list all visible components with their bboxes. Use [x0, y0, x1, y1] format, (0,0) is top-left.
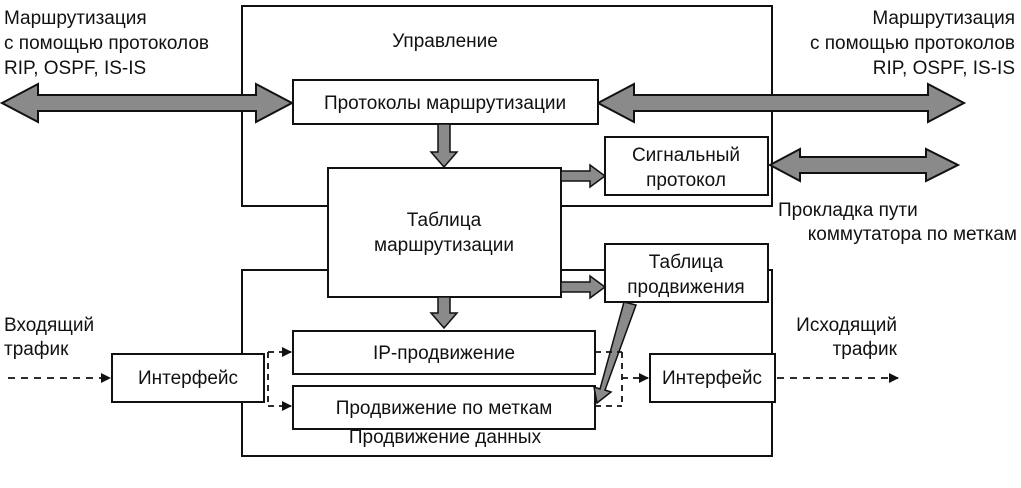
forwarding-table-text-line2: продвижения [627, 277, 744, 298]
left-routing-double-arrow [0, 82, 295, 124]
ip-forwarding-box [292, 330, 596, 375]
signaling-protocol-text-line2: протокол [646, 170, 726, 191]
outgoing-traffic-label-line1: Исходящий [796, 315, 897, 336]
interface-in-text: Интерфейс [138, 368, 238, 389]
table-to-signaling-arrow [560, 163, 607, 189]
right-routing-label-line3: RIP, OSPF, IS-IS [873, 58, 1015, 79]
interface-out-text: Интерфейс [662, 368, 762, 389]
label-forwarding-text: Продвижение по меткам [336, 398, 553, 419]
forwarding-table-box [604, 243, 769, 303]
left-routing-label-line3: RIP, OSPF, IS-IS [4, 58, 146, 79]
lsp-setup-label-line2: коммутатора по меткам [808, 224, 1017, 245]
routing-table-text-line1: Таблица [407, 210, 482, 231]
lsp-setup-label-line1: Прокладка пути [778, 200, 918, 221]
table-to-forwarding-table-arrow [560, 274, 607, 300]
signaling-protocol-text-line1: Сигнальный [632, 145, 740, 166]
routing-table-box [327, 167, 562, 298]
right-routing-double-arrow [595, 82, 967, 124]
data-plane-label: Продвижение данных [349, 427, 542, 448]
routing-protocols-box [292, 79, 599, 125]
ip-forwarding-text: IP-продвижение [373, 343, 515, 364]
left-routing-label-line1: Маршрутизация [4, 8, 147, 29]
signaling-protocol-box [604, 136, 769, 196]
interface-in-box [111, 353, 265, 403]
signaling-double-arrow [767, 147, 961, 183]
forwarding-table-text-line1: Таблица [649, 252, 724, 273]
routing-protocols-text: Протоколы маршрутизации [324, 93, 566, 114]
right-routing-label-line2: с помощью протоколов [810, 33, 1015, 54]
protocols-to-table-arrow [429, 123, 459, 169]
label-forwarding-box [292, 385, 596, 430]
forwarding-table-to-label-forwarding-arrow [593, 301, 637, 405]
incoming-traffic-label-line1: Входящий [4, 315, 94, 336]
left-routing-label-line2: с помощью протоколов [4, 33, 209, 54]
table-to-ip-forwarding-arrow [429, 296, 459, 330]
outgoing-traffic-label-line2: трафик [833, 339, 898, 360]
incoming-traffic-label-line2: трафик [4, 339, 69, 360]
routing-table-text-line2: маршрутизации [374, 235, 514, 256]
right-routing-label-line1: Маршрутизация [872, 8, 1015, 29]
interface-out-box [649, 353, 776, 403]
control-plane-label: Управление [392, 31, 498, 52]
